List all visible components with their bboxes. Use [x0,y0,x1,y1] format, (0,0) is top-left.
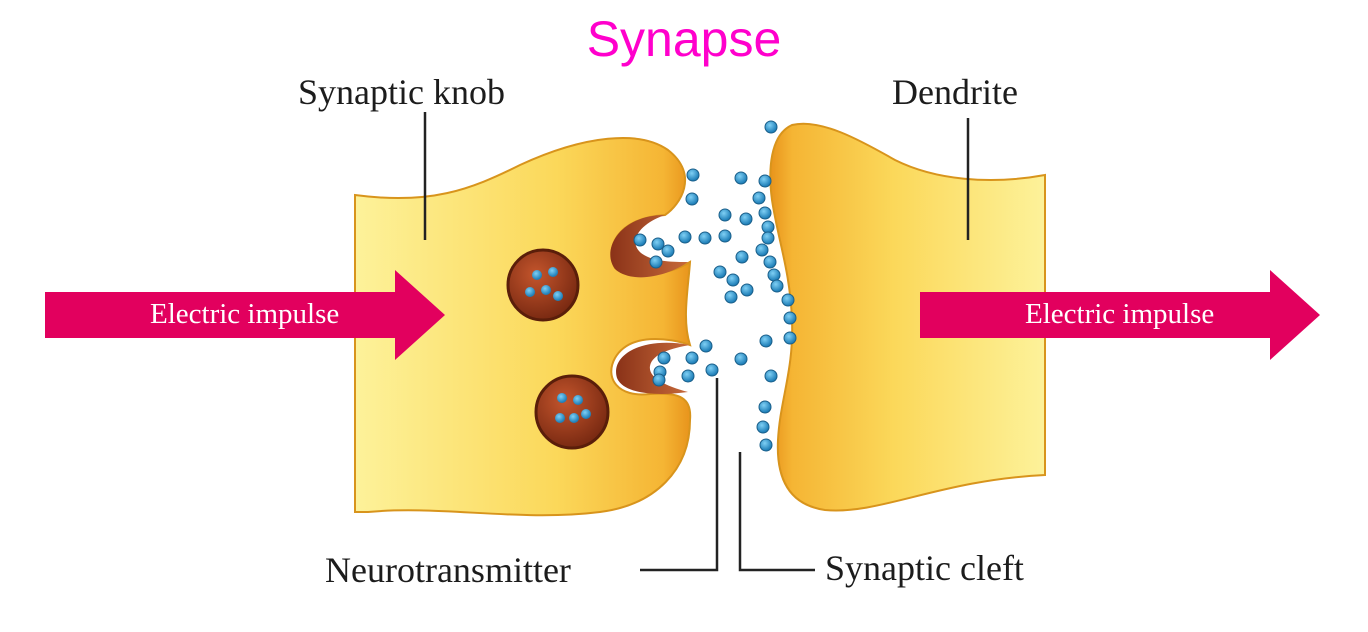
neurotransmitter-molecule [657,351,671,365]
neurotransmitter-molecule [764,369,778,383]
neurotransmitter-molecule [734,171,748,185]
vesicle-lower [534,374,610,450]
neurotransmitter-molecule [699,339,713,353]
neurotransmitter-molecule [678,230,692,244]
neurotransmitter-molecule [681,369,695,383]
neurotransmitter-molecule [781,293,795,307]
release-site-lower [616,342,690,394]
neurotransmitter-molecule [755,243,769,257]
neurotransmitter-molecule [633,233,647,247]
neurotransmitter-molecule [767,268,781,282]
neurotransmitter-molecule [698,231,712,245]
electric-impulse-arrow-in [45,270,445,360]
neurotransmitter-molecule [761,220,775,234]
neurotransmitter-molecule [758,400,772,414]
neurotransmitter-molecule [740,283,754,297]
neurotransmitter-molecule [764,120,778,134]
neurotransmitter-molecule [652,373,666,387]
neurotransmitter-molecules [633,120,797,452]
electric-impulse-arrow-out [920,270,1320,360]
neurotransmitter-molecule [752,191,766,205]
neurotransmitter-molecule [756,420,770,434]
neurotransmitter-molecule [739,212,753,226]
release-site-upper [610,215,688,278]
neurotransmitter-molecule [759,438,773,452]
neurotransmitter-molecule [685,192,699,206]
dendrite-shape [769,122,1046,512]
label-impulse-out: Electric impulse [1025,298,1215,330]
neurotransmitter-molecule [726,273,740,287]
neurotransmitter-molecule [759,334,773,348]
neurotransmitter-molecule [735,250,749,264]
neurotransmitter-molecule [685,351,699,365]
neurotransmitter-molecule [734,352,748,366]
neurotransmitter-molecule [724,290,738,304]
neurotransmitter-molecule [661,244,675,258]
neurotransmitter-molecule [761,231,775,245]
label-synaptic-cleft: Synaptic cleft [825,548,1024,588]
label-synaptic-knob: Synaptic knob [298,72,505,112]
neurotransmitter-molecule [713,265,727,279]
neurotransmitter-molecule [718,229,732,243]
neurotransmitter-leader [640,378,719,572]
neurotransmitter-molecule [718,208,732,222]
label-impulse-in: Electric impulse [150,298,340,330]
synaptic-cleft-leader [738,452,815,572]
neurotransmitter-molecule [649,255,663,269]
label-dendrite: Dendrite [892,72,1018,112]
vesicle-upper [506,248,580,322]
neurotransmitter-molecule [758,174,772,188]
neurotransmitter-molecule [686,168,700,182]
neurotransmitter-molecule [651,237,665,251]
neurotransmitter-molecule [763,255,777,269]
neurotransmitter-molecule [783,331,797,345]
diagram-title: Synapse [586,11,782,67]
neurotransmitter-molecule [705,363,719,377]
label-neurotransmitter: Neurotransmitter [325,550,571,590]
neurotransmitter-molecule [770,279,784,293]
neurotransmitter-molecule [758,206,772,220]
neurotransmitter-molecule [783,311,797,325]
